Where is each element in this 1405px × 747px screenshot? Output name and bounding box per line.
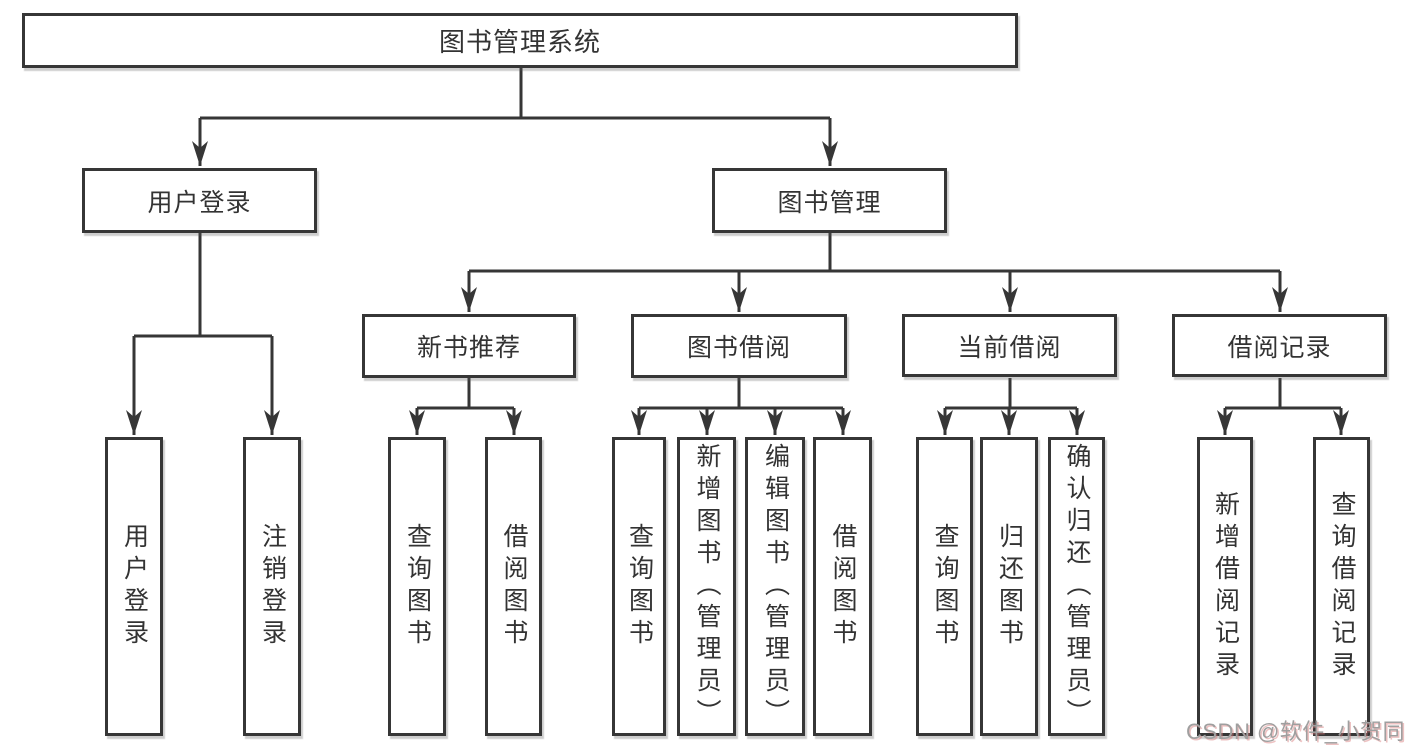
leaf-return-books: 归还图书 [980, 437, 1038, 736]
node-label: 确认归还（管理员） [1063, 442, 1091, 731]
leaf-query-borrow-record: 查询借阅记录 [1313, 437, 1370, 736]
node-label: 图书管理 [777, 188, 882, 217]
node-label: 查询图书 [931, 522, 959, 651]
node-label: 新增图书（管理员） [693, 442, 721, 731]
node-library-management-system: 图书管理系统 [22, 13, 1018, 68]
leaf-borrow-books: 借阅图书 [813, 437, 872, 736]
node-user-login: 用户登录 [82, 168, 317, 233]
leaf-borrow-books-recommend: 借阅图书 [485, 437, 542, 736]
leaf-user-login: 用户登录 [105, 437, 163, 736]
node-label: 借阅图书 [829, 522, 857, 651]
leaf-query-books-borrow: 查询图书 [612, 437, 666, 736]
node-label: 查询图书 [625, 522, 654, 651]
node-label: 图书管理系统 [438, 27, 601, 57]
node-label: 新增借阅记录 [1211, 490, 1240, 683]
connector-arrows [126, 118, 1349, 435]
node-label: 注销登录 [258, 522, 287, 651]
node-label: 编辑图书（管理员） [761, 442, 790, 731]
node-borrow-record: 借阅记录 [1172, 314, 1387, 377]
node-label: 用户登录 [147, 188, 252, 217]
leaf-confirm-return-admin: 确认归还（管理员） [1048, 437, 1105, 736]
node-label: 当前借阅 [957, 333, 1062, 362]
node-label: 新书推荐 [416, 334, 521, 362]
node-label: 图书借阅 [686, 334, 791, 362]
leaf-add-borrow-record: 新增借阅记录 [1197, 437, 1253, 736]
node-new-book-recommend: 新书推荐 [362, 314, 576, 378]
leaf-query-books-current: 查询图书 [916, 437, 973, 736]
node-label: 借阅记录 [1227, 333, 1332, 362]
leaf-edit-books-admin: 编辑图书（管理员） [745, 437, 805, 736]
node-label: 归还图书 [995, 522, 1024, 651]
node-book-management: 图书管理 [712, 168, 947, 233]
node-label: 查询图书 [403, 522, 432, 651]
leaf-query-books-recommend: 查询图书 [388, 437, 446, 736]
node-label: 用户登录 [120, 522, 149, 651]
leaf-add-books-admin: 新增图书（管理员） [677, 437, 736, 736]
node-book-borrow: 图书借阅 [631, 314, 847, 378]
node-label: 查询借阅记录 [1328, 490, 1356, 683]
csdn-watermark: CSDN @软件_小贺同学 [1186, 719, 1405, 744]
node-label: 借阅图书 [500, 522, 528, 651]
node-current-borrow: 当前借阅 [902, 314, 1117, 377]
leaf-logout: 注销登录 [243, 437, 301, 736]
